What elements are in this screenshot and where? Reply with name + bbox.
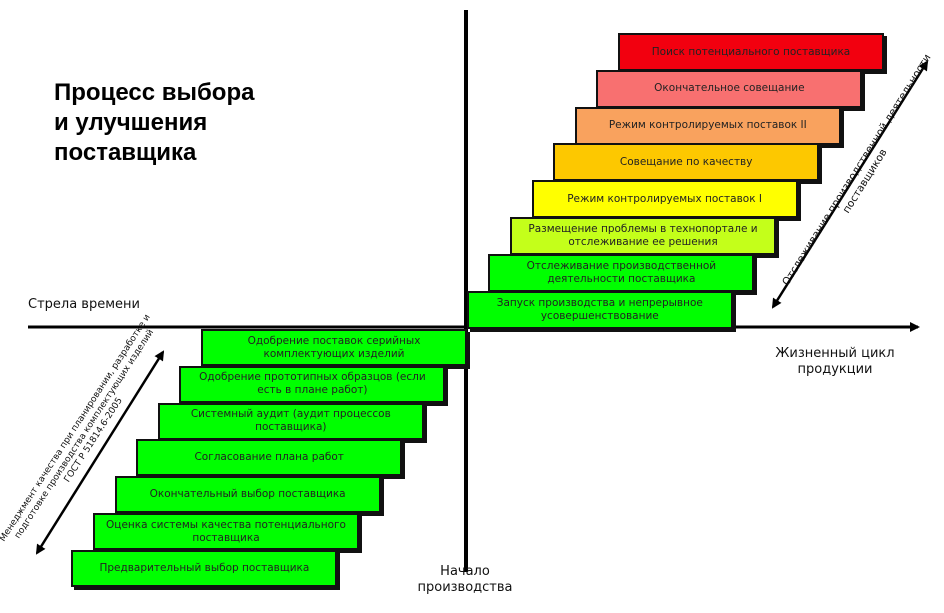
left-step: Согласование плана работ bbox=[136, 439, 403, 477]
time-arrow-label: Стрела времени bbox=[28, 297, 140, 312]
right-step: Режим контролируемых поставок I bbox=[531, 180, 798, 219]
left-step: Оценка системы качества потенциального п… bbox=[93, 513, 359, 550]
right-step: Отслеживание производственной деятельнос… bbox=[488, 253, 755, 292]
right-double-arrow bbox=[771, 60, 929, 309]
production-start-label: Начало производства bbox=[417, 564, 513, 595]
title-line: Процесс выбора bbox=[54, 79, 255, 106]
title-line: и улучшения bbox=[54, 109, 208, 136]
diagram-title: Процесс выбора и улучшения поставщика bbox=[54, 78, 254, 168]
left-step: Предварительный выбор поставщика bbox=[71, 549, 338, 587]
left-step: Окончательный выбор поставщика bbox=[114, 476, 381, 514]
left-step: Одобрение поставок серийных комплектующи… bbox=[201, 329, 467, 366]
lifecycle-label: Жизненный цикл продукции bbox=[775, 346, 895, 377]
left-step: Одобрение прототипных образцов (если ест… bbox=[179, 365, 446, 403]
right-step: Окончательное совещание bbox=[596, 69, 863, 108]
left-double-arrow bbox=[35, 350, 165, 555]
right-step: Режим контролируемых поставок II bbox=[574, 106, 841, 145]
right-step: Поиск потенциального поставщика bbox=[618, 33, 884, 71]
right-step: Совещание по качеству bbox=[553, 143, 820, 182]
title-line: поставщика bbox=[54, 139, 197, 166]
left-step: Системный аудит (аудит процессов поставщ… bbox=[157, 402, 424, 440]
right-step: Размещение проблемы в технопортале и отс… bbox=[510, 217, 776, 255]
right-step: Запуск производства и непрерывное усовер… bbox=[466, 290, 733, 329]
